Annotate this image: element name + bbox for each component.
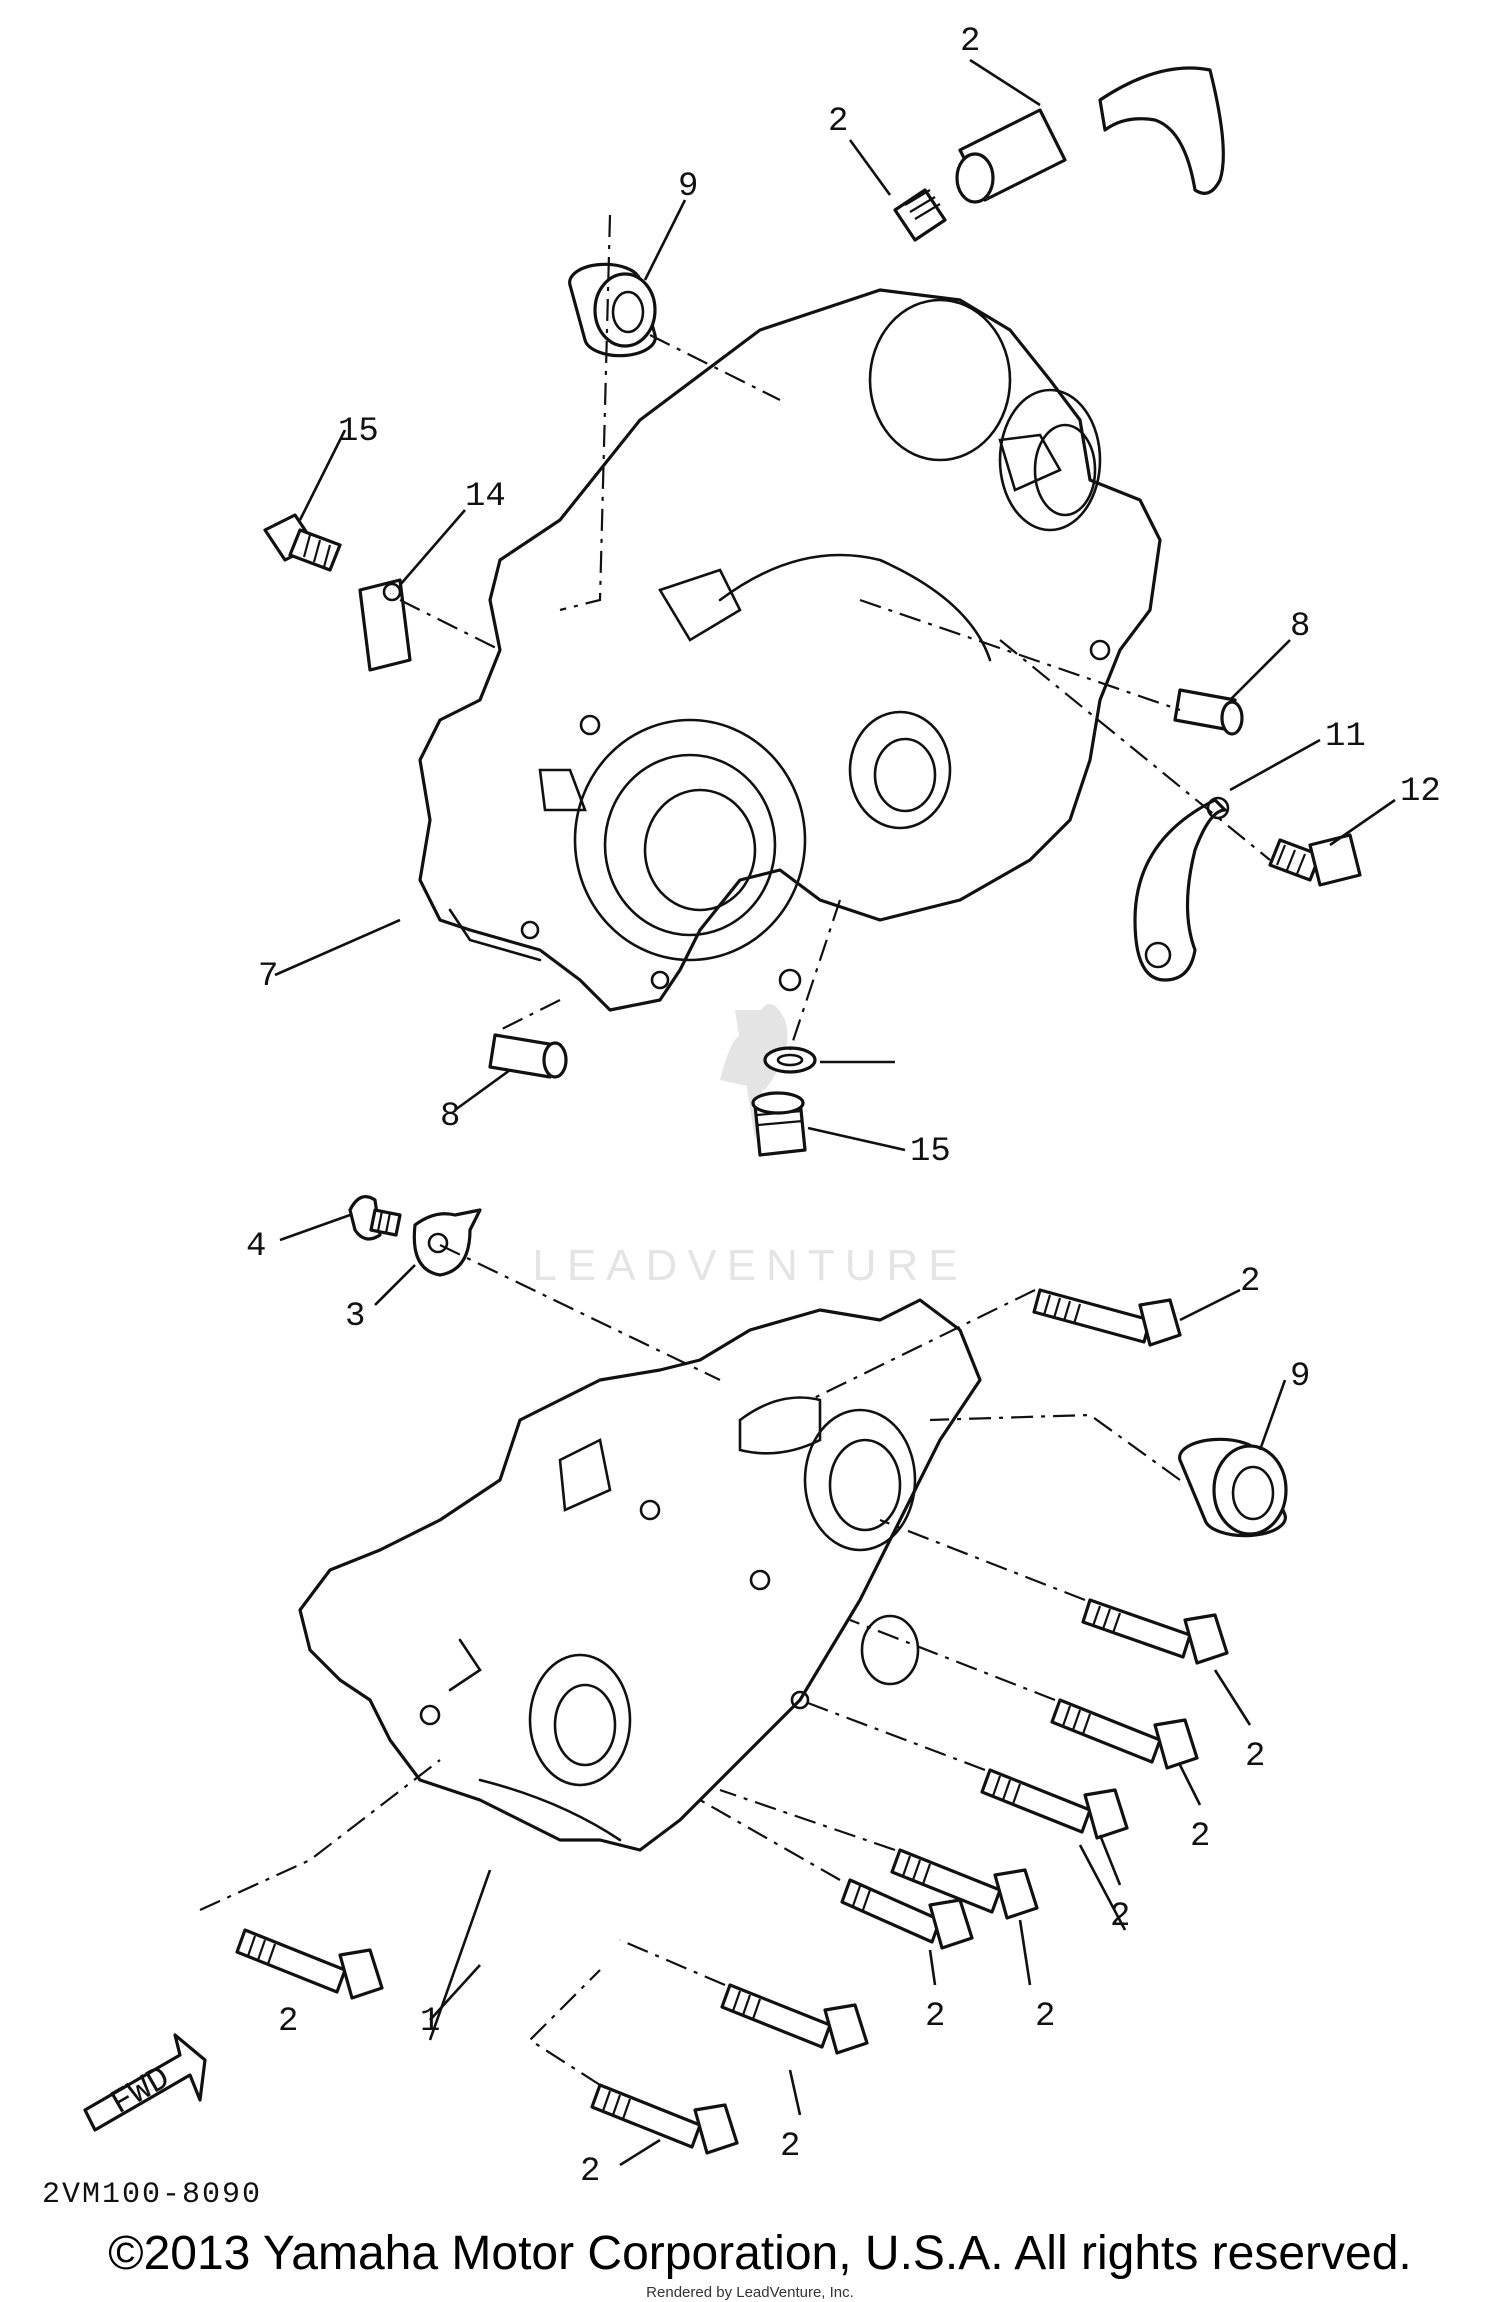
watermark-text: LEADVENTURE [532, 1241, 967, 1290]
bolt-13 [263, 513, 342, 572]
bolt-2-r2 [1050, 1698, 1199, 1770]
callout-6: 2 [960, 23, 980, 61]
callout-9-upper: 9 [678, 168, 698, 206]
dowel-pin-upper [1173, 688, 1244, 736]
breather-hose [955, 66, 1225, 204]
bolt-2-r5 [840, 1878, 974, 1950]
drain-plug-14 [751, 1091, 807, 1157]
callout-2-left: 2 [278, 2003, 298, 2041]
callout-11: 12 [1400, 773, 1441, 811]
screw-4 [348, 1195, 402, 1241]
bolt-11 [1268, 833, 1362, 887]
bracket-10 [1133, 796, 1230, 982]
crankcase-left-half [418, 288, 1162, 1012]
leadventure-watermark-logo: LEADVENTURE [532, 1004, 967, 1290]
dowel-pin-lower [488, 1033, 568, 1079]
callout-12: 14 [465, 478, 506, 516]
washer-15 [763, 1046, 817, 1074]
callout-2-r2: 2 [1190, 1818, 1210, 1856]
drawing-code: 2VM100-8090 [42, 2178, 263, 2212]
callout-2-bottom-low: 2 [580, 2153, 600, 2191]
plate-3 [412, 1208, 482, 1277]
bolt-2-r3 [980, 1768, 1129, 1840]
callout-2-r3: 2 [1110, 1898, 1130, 1936]
callout-2-r1: 2 [1245, 1738, 1265, 1776]
callout-14: 15 [910, 1133, 951, 1171]
crankcase-right-half [298, 1298, 982, 1852]
bolt-2-left [235, 1928, 384, 2000]
callout-2-top: 2 [1240, 1263, 1260, 1301]
copyright-notice: ©2013 Yamaha Motor Corporation, U.S.A. A… [108, 2227, 1412, 2280]
callout-8-lower: 8 [440, 1098, 460, 1136]
callout-2-r5: 2 [1035, 1998, 1055, 2036]
callout-1: 1 [420, 2003, 440, 2041]
plate-12 [358, 578, 412, 672]
callout-4: 4 [246, 1228, 266, 1266]
callout-9-lower: 9 [1290, 1358, 1310, 1396]
callout-13: 15 [338, 413, 379, 451]
bolt-2-top [1032, 1288, 1182, 1347]
callout-10: 11 [1325, 718, 1366, 756]
callout-7: 7 [258, 958, 278, 996]
callout-5: 2 [828, 103, 848, 141]
bearing-lower [1178, 1437, 1288, 1538]
bolt-2-bottom-low [590, 2083, 739, 2155]
callout-2-r4: 2 [925, 1998, 945, 2036]
callout-8-upper: 8 [1290, 608, 1310, 646]
callout-2-bottom-mid: 2 [780, 2128, 800, 2166]
bearing-upper [568, 262, 657, 358]
leader-lines [274, 58, 1396, 2167]
forward-direction-arrow: FWD [83, 2033, 207, 2132]
assembly-lines [199, 214, 1271, 2086]
nipple [893, 188, 947, 242]
rendered-by-credit: Rendered by LeadVenture, Inc. [646, 2284, 854, 2301]
callout-labels: 2 2 9 15 14 8 11 12 7 8 15 4 3 2 9 2 2 2… [246, 23, 1441, 2191]
callout-3: 3 [345, 1298, 365, 1336]
bolt-2-bottom-mid [720, 1983, 869, 2055]
bolt-2-r4 [890, 1848, 1039, 1920]
bolt-2-r1 [1081, 1598, 1229, 1665]
